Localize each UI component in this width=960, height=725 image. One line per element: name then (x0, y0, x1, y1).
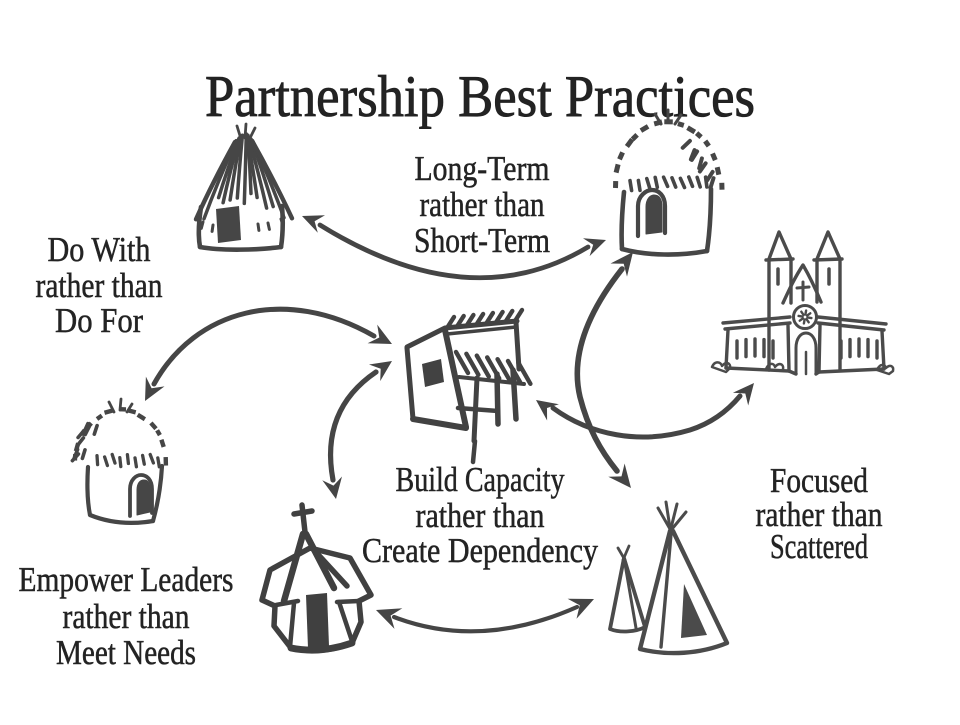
svg-text:Partnership Best Practices: Partnership Best Practices (205, 63, 755, 129)
svg-text:rather than: rather than (419, 185, 544, 224)
svg-text:Scattered: Scattered (770, 527, 868, 566)
svg-text:Empower Leaders: Empower Leaders (18, 560, 233, 599)
svg-text:Create Dependency: Create Dependency (362, 531, 598, 570)
svg-text:rather than: rather than (35, 266, 162, 305)
svg-text:Build Capacity: Build Capacity (395, 460, 564, 499)
svg-text:rather than: rather than (62, 597, 189, 636)
svg-text:Short-Term: Short-Term (414, 221, 550, 260)
svg-text:Do With: Do With (47, 230, 150, 269)
svg-text:rather than: rather than (415, 496, 544, 535)
svg-text:Meet Needs: Meet Needs (56, 633, 196, 672)
svg-text:Do For: Do For (55, 301, 143, 340)
svg-text:Long-Term: Long-Term (414, 149, 549, 188)
